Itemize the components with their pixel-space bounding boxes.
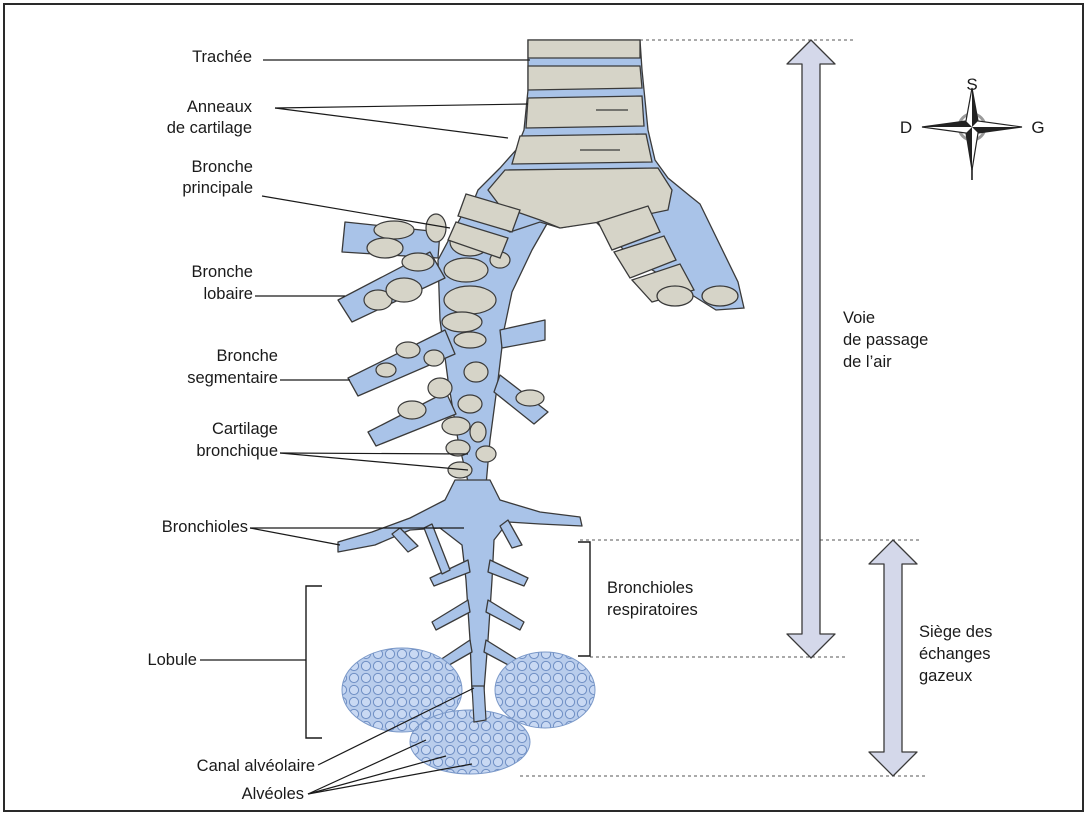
- label-bronchioles-respiratoires-line1: Bronchioles: [607, 578, 693, 599]
- label-anneaux-line2: de cartilage: [167, 118, 252, 139]
- lobule-bracket: [306, 586, 322, 738]
- alveolar-clusters: [342, 648, 595, 774]
- compass-east-label: G: [1028, 117, 1048, 138]
- label-bronche-lobaire-line1: Bronche: [192, 262, 253, 283]
- label-bronchioles: Bronchioles: [162, 517, 248, 538]
- label-siege-line2: échanges: [919, 644, 991, 665]
- label-voie-line3: de l’air: [843, 352, 892, 373]
- label-trachee: Trachée: [192, 47, 252, 68]
- bronchiole-side-6: [486, 600, 524, 630]
- bronchiole-side-4: [488, 560, 528, 586]
- label-bronche-segmentaire-line1: Bronche: [217, 346, 278, 367]
- compass-west-label: D: [896, 117, 916, 138]
- label-alveoles: Alvéoles: [242, 784, 304, 805]
- alveolar-cluster-right: [495, 652, 595, 728]
- label-siege-line3: gazeux: [919, 666, 972, 687]
- compass-rose-icon: [922, 88, 1022, 170]
- resp-bronchioles-bracket: [578, 542, 590, 656]
- compass-north-label: S: [962, 74, 982, 95]
- label-voie-line1: Voie: [843, 308, 875, 329]
- alveolar-duct: [472, 686, 486, 722]
- label-cartilage-bronchique-line1: Cartilage: [212, 419, 278, 440]
- label-bronche-lobaire-line2: lobaire: [203, 284, 253, 305]
- label-bronchioles-respiratoires-line2: respiratoires: [607, 600, 698, 621]
- label-siege-line1: Siège des: [919, 622, 992, 643]
- label-bronche-segmentaire-line2: segmentaire: [187, 368, 278, 389]
- bronchiole-side-5: [432, 600, 470, 630]
- bronchiole-side-2: [500, 520, 522, 548]
- label-anneaux-line1: Anneaux: [187, 97, 252, 118]
- segmental-branch-right: [500, 320, 545, 348]
- air-passage-arrow: [787, 40, 835, 658]
- gas-exchange-arrow: [869, 540, 917, 776]
- label-canal-alveolaire: Canal alvéolaire: [197, 756, 315, 777]
- compass-south-label: I: [962, 164, 982, 185]
- bronchiole-side-3: [430, 560, 470, 586]
- label-voie-line2: de passage: [843, 330, 928, 351]
- label-bronche-principale-line1: Bronche: [192, 157, 253, 178]
- label-bronche-principale-line2: principale: [182, 178, 253, 199]
- label-lobule: Lobule: [147, 650, 197, 671]
- label-cartilage-bronchique-line2: bronchique: [196, 441, 278, 462]
